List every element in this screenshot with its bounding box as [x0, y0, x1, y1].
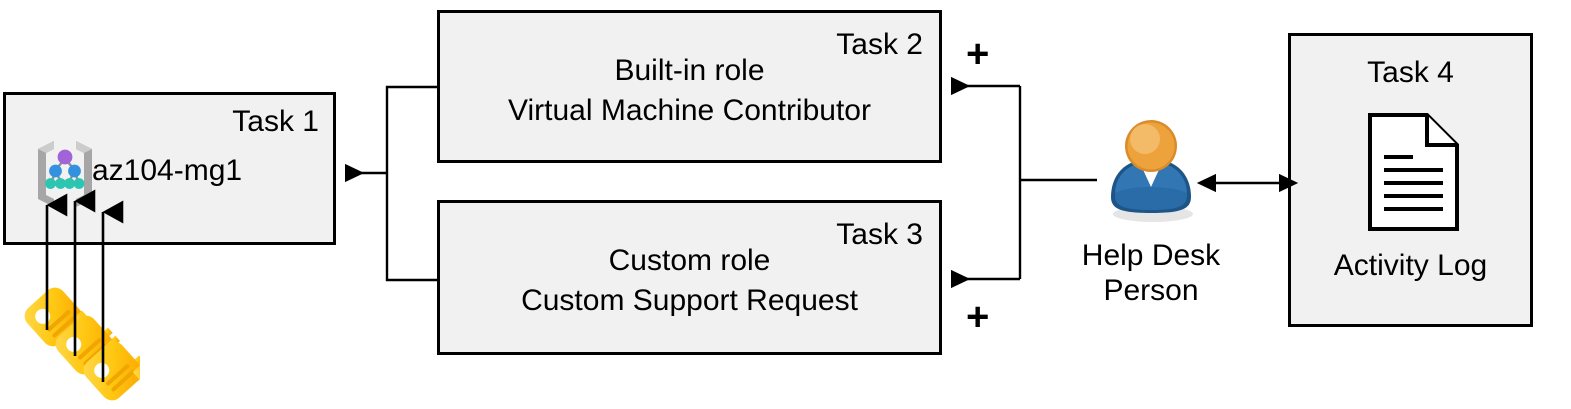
- task2-box[interactable]: Task 2 Built-in role Virtual Machine Con…: [437, 10, 942, 163]
- roles-to-mg-connector: [345, 85, 437, 282]
- plus-bottom: +: [966, 295, 990, 339]
- task4-label: Activity Log: [1333, 249, 1488, 282]
- person-caption: Help Desk Person: [1051, 238, 1251, 309]
- document-icon: [1367, 112, 1460, 232]
- task2-line2: Virtual Machine Contributor: [508, 94, 871, 127]
- task3-tag: Task 3: [836, 218, 923, 251]
- person-caption-line1: Help Desk: [1081, 239, 1221, 272]
- task2-tag: Task 2: [836, 28, 923, 61]
- task4-tag: Task 4: [1367, 56, 1454, 89]
- user-icon: [1101, 119, 1201, 224]
- task1-tag: Task 1: [232, 105, 319, 138]
- keys-icon: [20, 283, 180, 409]
- task2-line1: Built-in role: [614, 54, 765, 87]
- task4-box[interactable]: Task 4 Activity Log: [1288, 33, 1533, 327]
- person-caption-line2: Person: [1103, 274, 1199, 308]
- task1-box[interactable]: Task 1 az104-mg1: [3, 92, 336, 245]
- task3-line2: Custom Support Request: [521, 284, 858, 317]
- task3-line1: Custom role: [608, 244, 771, 277]
- plus-top: +: [966, 32, 990, 76]
- management-group-icon: [28, 133, 102, 209]
- task1-label: az104-mg1: [92, 154, 243, 187]
- task3-box[interactable]: Task 3 Custom role Custom Support Reques…: [437, 200, 942, 355]
